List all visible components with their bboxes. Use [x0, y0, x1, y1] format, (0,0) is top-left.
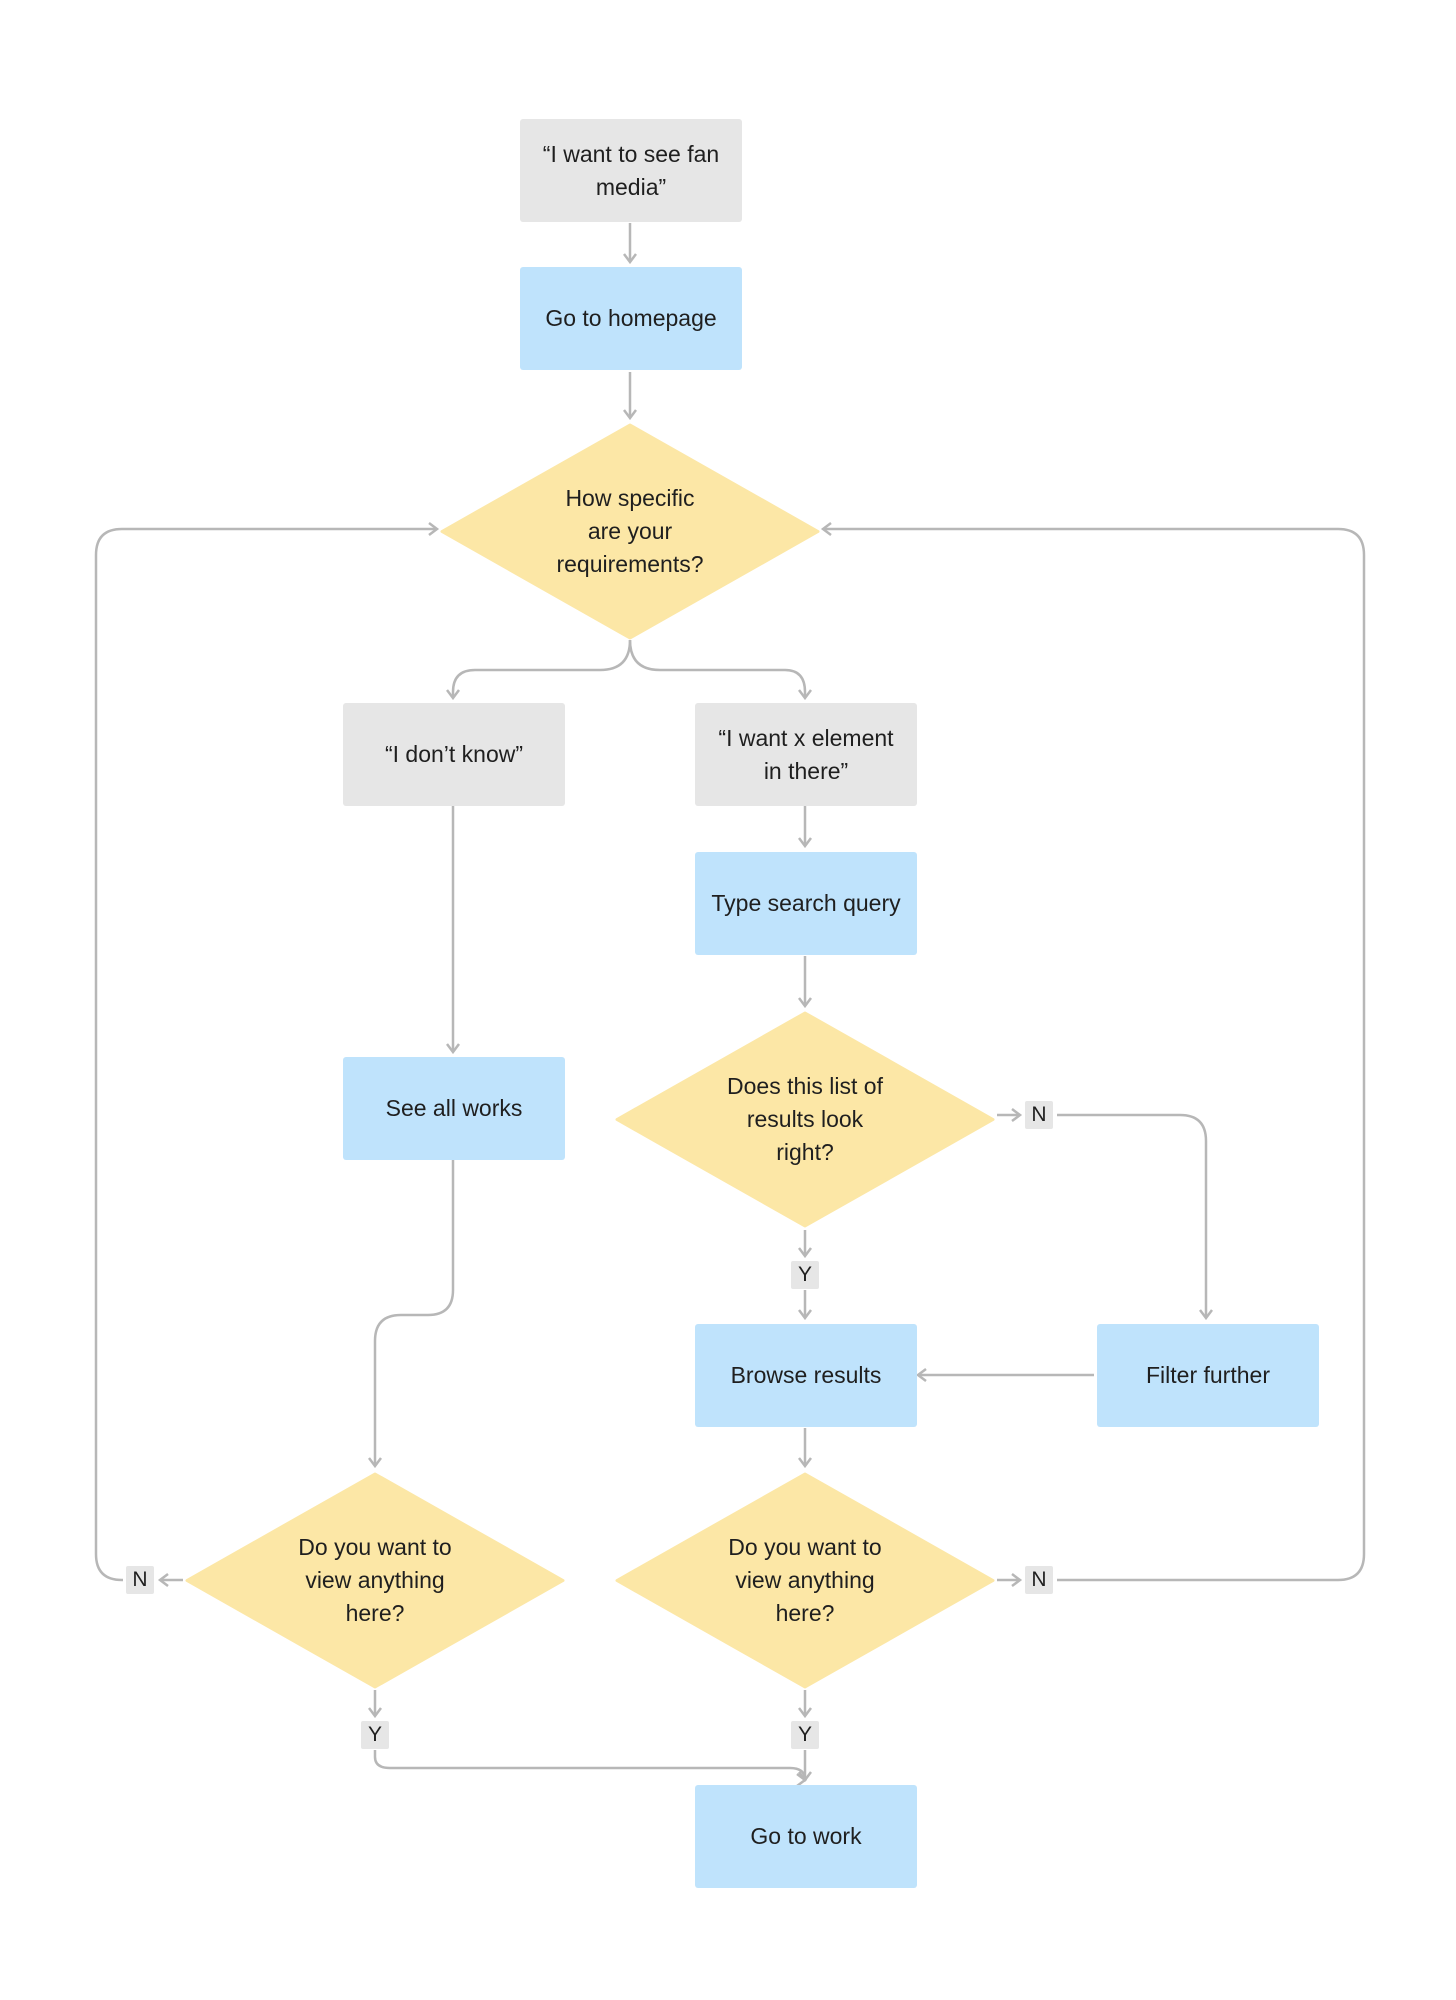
tag-yes-view-right: Y	[791, 1721, 819, 1749]
node-i-dont-know: “I don’t know”	[343, 703, 565, 806]
edge-view-right-no-loop	[820, 522, 1366, 1582]
decision-results-look-right: Does this list of results look right?	[615, 1011, 995, 1228]
decision-view-anything-right: Do you want to view anything here?	[615, 1472, 995, 1689]
node-see-all-works: See all works	[343, 1057, 565, 1160]
node-i-want-x-element: “I want x element in there”	[695, 703, 917, 806]
edge-specific-to-dont-know	[446, 639, 632, 701]
decision-view-anything-right-label: Do you want to view anything here?	[728, 1534, 882, 1626]
decision-how-specific: How specific are your requirements?	[440, 423, 820, 640]
tag-yes-view-left: Y	[361, 1721, 389, 1749]
tag-no-view-left: N	[126, 1566, 154, 1594]
node-browse-results: Browse results	[695, 1324, 917, 1427]
edge-specific-to-want-x	[628, 639, 812, 701]
decision-results-look-right-label: Does this list of results look right?	[727, 1073, 883, 1165]
node-go-to-work: Go to work	[695, 1785, 917, 1888]
tag-no-results: N	[1025, 1101, 1053, 1129]
edge-see-all-to-view-left	[368, 1160, 455, 1469]
decision-how-specific-label: How specific are your requirements?	[556, 485, 704, 577]
edge-results-no-to-filter	[1057, 1113, 1213, 1321]
node-go-to-homepage: Go to homepage	[520, 267, 742, 370]
node-start-statement: “I want to see fan media”	[520, 119, 742, 222]
tag-no-view-right: N	[1025, 1566, 1053, 1594]
edge-view-left-yes-to-work	[373, 1750, 812, 1783]
edge-view-left-no-loop	[94, 522, 440, 1582]
decision-view-anything-left: Do you want to view anything here?	[185, 1472, 565, 1689]
node-filter-further: Filter further	[1097, 1324, 1319, 1427]
decision-view-anything-left-label: Do you want to view anything here?	[298, 1534, 452, 1626]
tag-yes-results: Y	[791, 1261, 819, 1289]
node-type-search-query: Type search query	[695, 852, 917, 955]
